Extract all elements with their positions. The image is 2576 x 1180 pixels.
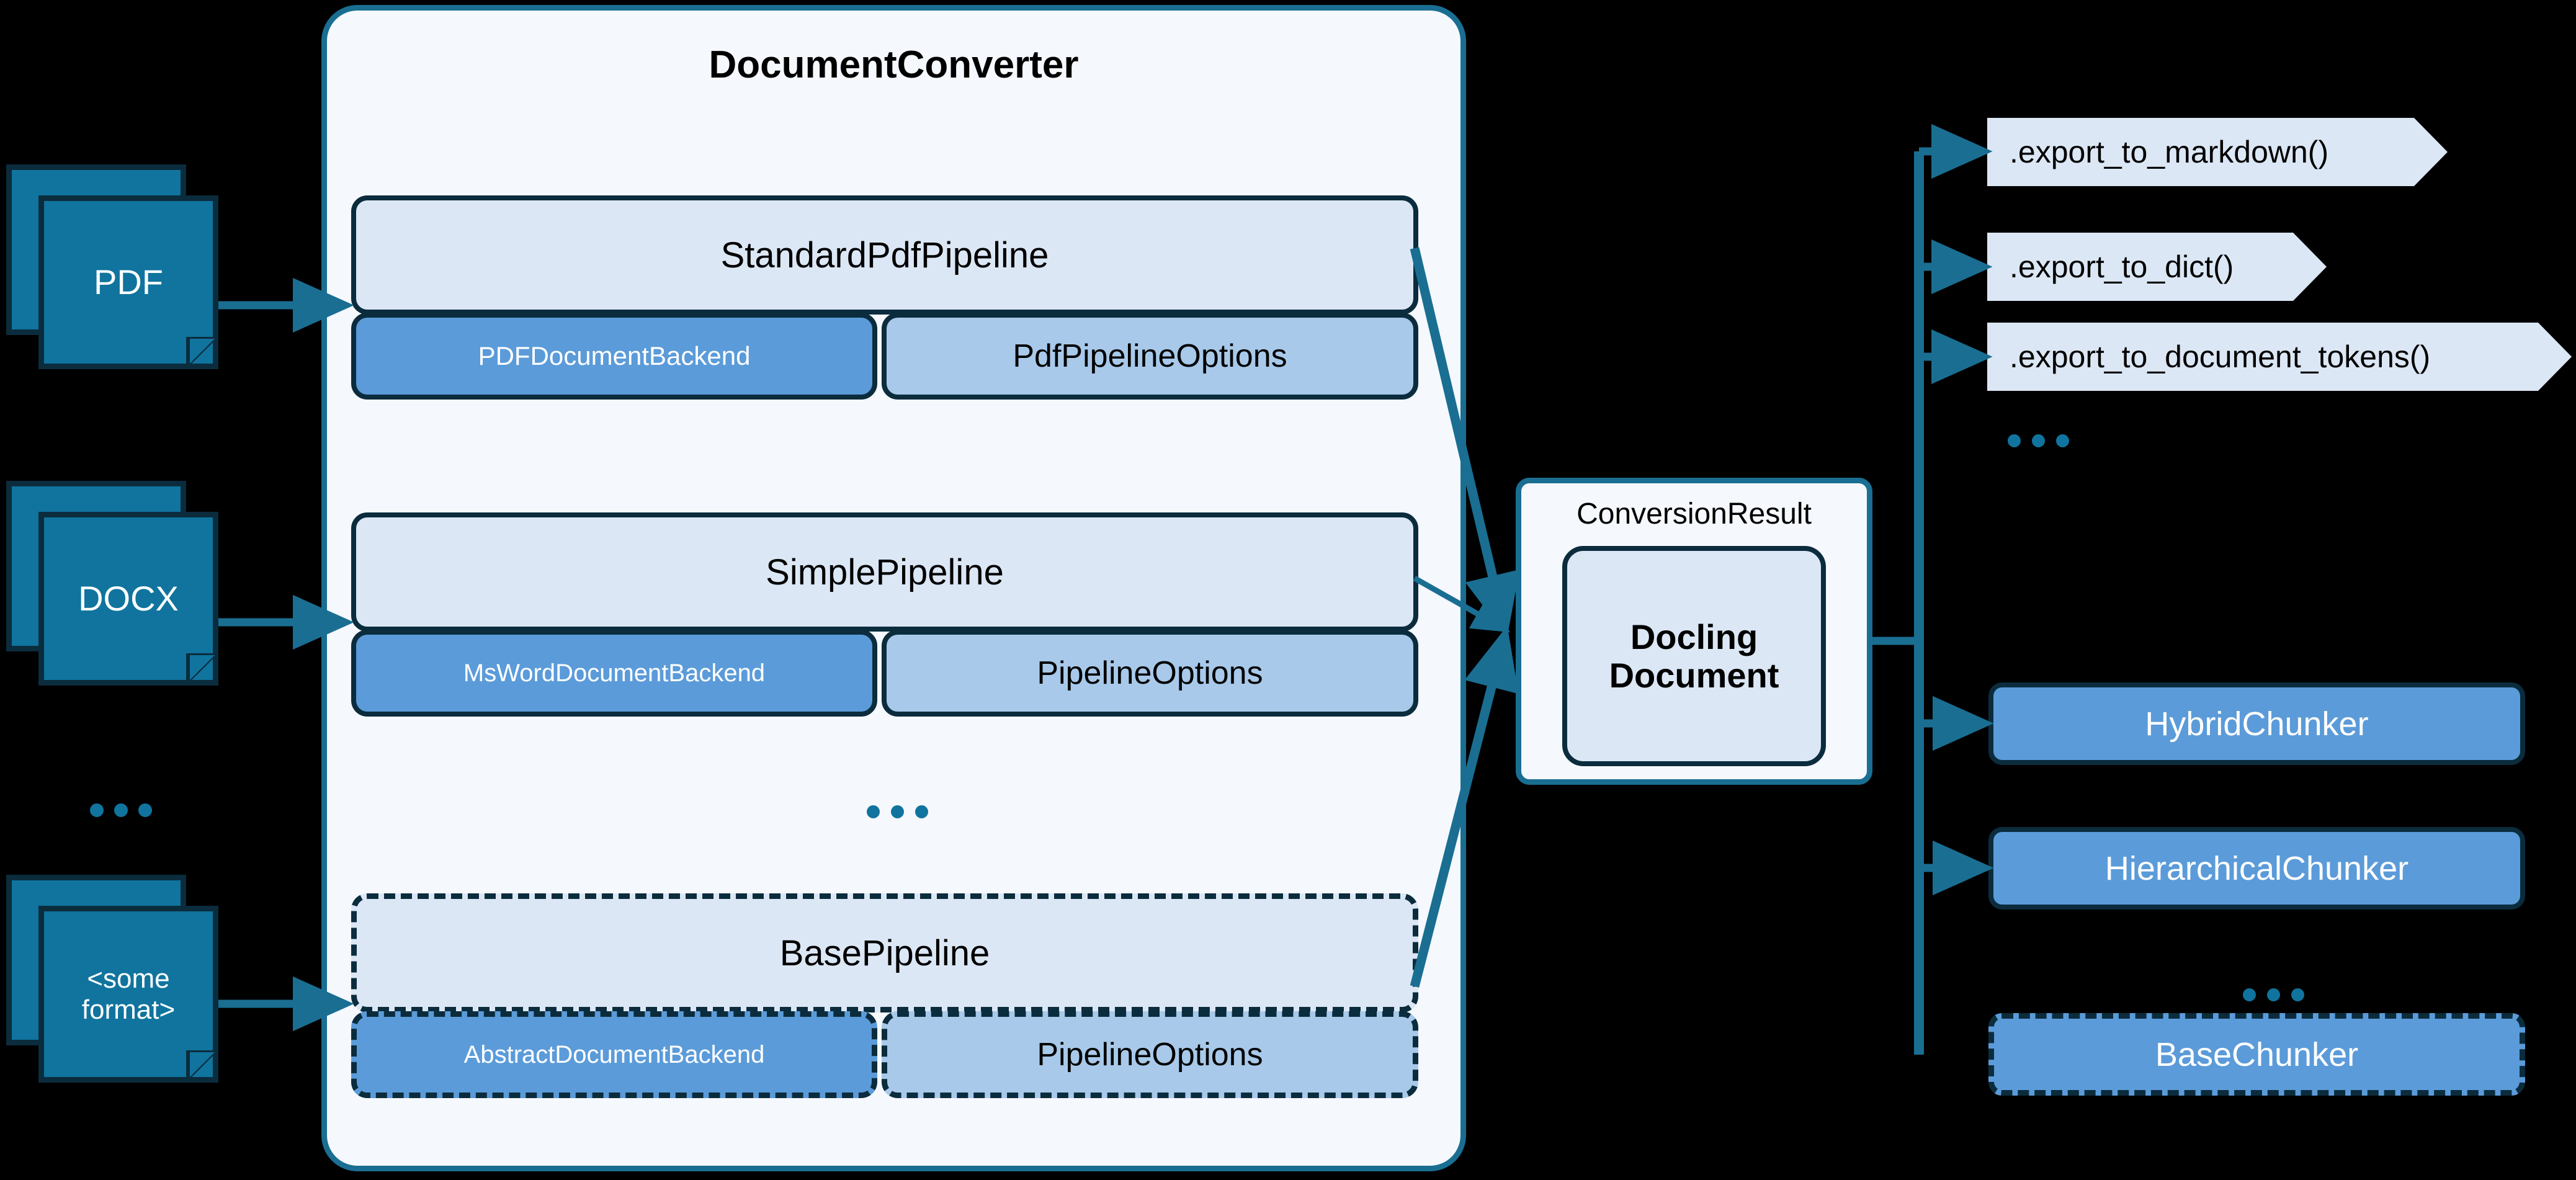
pipeline-options-pipelineoptions-base[interactable]: PipelineOptions bbox=[882, 1011, 1418, 1098]
chunker-basechunker[interactable]: BaseChunker bbox=[1988, 1013, 2525, 1096]
converter-ellipsis bbox=[867, 805, 928, 818]
doc-fold-inner-icon bbox=[190, 1052, 215, 1077]
page-title: DocumentConverter bbox=[709, 43, 1079, 86]
pipeline-options-pipelineoptions[interactable]: PipelineOptions bbox=[882, 630, 1418, 717]
doc-fold-inner-icon bbox=[190, 655, 215, 680]
chunker-hybridchunker[interactable]: HybridChunker bbox=[1988, 682, 2525, 765]
backend-label: AbstractDocumentBackend bbox=[463, 1040, 765, 1068]
pipeline-name-label: StandardPdfPipeline bbox=[720, 235, 1049, 275]
backend-label: MsWordDocumentBackend bbox=[463, 659, 766, 687]
export-label: .export_to_document_tokens() bbox=[2010, 339, 2431, 374]
pipeline-backend-msworddocumentbackend[interactable]: MsWordDocumentBackend bbox=[351, 630, 877, 717]
input-doc-label: <some format> bbox=[81, 963, 176, 1025]
export-chevron-document-tokens[interactable]: .export_to_document_tokens() bbox=[1987, 323, 2572, 391]
input-doc-someformat: <some format> bbox=[6, 875, 248, 1086]
docling-document-label: Docling Document bbox=[1609, 618, 1779, 694]
pipeline-backend-abstractdocumentbackend[interactable]: AbstractDocumentBackend bbox=[351, 1011, 877, 1098]
chunkers-ellipsis bbox=[2243, 988, 2304, 1001]
pipeline-name-label: BasePipeline bbox=[779, 932, 990, 973]
doc-front-sheet: PDF bbox=[38, 195, 218, 369]
chunker-hierarchicalchunker[interactable]: HierarchicalChunker bbox=[1988, 827, 2525, 910]
export-label: .export_to_markdown() bbox=[2010, 135, 2329, 169]
input-doc-label: PDF bbox=[94, 262, 163, 302]
pipeline-backend-pdfdocumentbackend[interactable]: PDFDocumentBackend bbox=[351, 313, 877, 400]
chunker-label: BaseChunker bbox=[2155, 1035, 2359, 1073]
doc-fold-inner-icon bbox=[190, 339, 215, 364]
export-label: .export_to_dict() bbox=[2010, 249, 2234, 284]
pipeline-head-standardpdfpipeline[interactable]: StandardPdfPipeline bbox=[351, 195, 1418, 315]
options-label: PipelineOptions bbox=[1037, 655, 1263, 691]
pipeline-name-label: SimplePipeline bbox=[766, 552, 1004, 592]
pipeline-head-simplepipeline[interactable]: SimplePipeline bbox=[351, 512, 1418, 632]
input-doc-docx: DOCX bbox=[6, 481, 248, 686]
docling-document-box[interactable]: Docling Document bbox=[1562, 546, 1826, 766]
conversion-result-label: ConversionResult bbox=[1576, 498, 1812, 530]
options-label: PipelineOptions bbox=[1037, 1037, 1263, 1073]
export-chevron-dict[interactable]: .export_to_dict() bbox=[1987, 233, 2327, 301]
docling-line-1: Docling bbox=[1630, 617, 1758, 656]
chunker-label: HybridChunker bbox=[2145, 705, 2369, 743]
input-doc-pdf: PDF bbox=[6, 164, 248, 369]
input-ellipsis bbox=[90, 803, 152, 817]
docling-line-2: Document bbox=[1609, 655, 1779, 695]
options-label: PdfPipelineOptions bbox=[1013, 338, 1287, 374]
input-doc-label: DOCX bbox=[78, 578, 179, 618]
connector-doclingdocument-trunk bbox=[1872, 151, 1924, 1055]
pipeline-options-pdfpipelineoptions[interactable]: PdfPipelineOptions bbox=[882, 313, 1418, 400]
export-chevron-markdown[interactable]: .export_to_markdown() bbox=[1987, 118, 2448, 186]
backend-label: PDFDocumentBackend bbox=[478, 341, 751, 370]
exports-ellipsis bbox=[2008, 434, 2069, 447]
pipeline-head-basepipeline[interactable]: BasePipeline bbox=[351, 893, 1418, 1012]
chunker-label: HierarchicalChunker bbox=[2104, 849, 2409, 887]
